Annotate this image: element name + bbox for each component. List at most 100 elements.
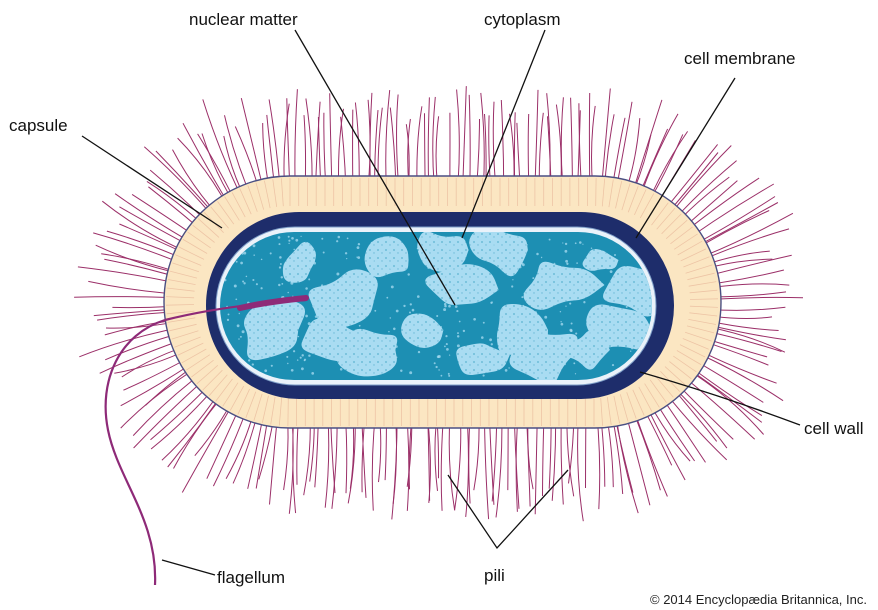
cytoplasm-speckle: [626, 291, 628, 293]
cytoplasm-speckle: [281, 283, 283, 285]
cytoplasm-speckle: [534, 353, 536, 355]
cytoplasm-speckle: [356, 370, 358, 372]
cytoplasm-speckle: [580, 270, 582, 272]
cytoplasm-speckle: [347, 238, 349, 240]
cytoplasm-speckle: [315, 315, 318, 318]
cytoplasm-speckle: [297, 319, 299, 321]
cytoplasm-speckle: [534, 311, 537, 314]
cytoplasm-speckle: [448, 305, 451, 308]
cytoplasm-speckle: [562, 347, 564, 349]
cytoplasm-speckle: [248, 359, 250, 361]
cytoplasm-speckle: [483, 322, 485, 324]
cytoplasm-speckle: [575, 242, 577, 244]
cytoplasm-speckle: [271, 365, 273, 367]
cytoplasm-speckle: [493, 244, 494, 245]
cytoplasm-speckle: [286, 343, 288, 345]
cytoplasm-speckle: [638, 313, 640, 315]
cytoplasm-speckle: [344, 357, 346, 359]
cytoplasm-speckle: [446, 343, 448, 345]
cytoplasm-speckle: [434, 362, 436, 364]
cytoplasm-speckle: [286, 356, 288, 358]
cytoplasm-speckle: [334, 350, 336, 352]
cytoplasm-speckle: [343, 295, 344, 296]
cytoplasm-speckle: [319, 342, 321, 344]
cytoplasm-speckle: [463, 330, 465, 332]
cytoplasm-speckle: [366, 363, 368, 365]
cytoplasm-speckle: [239, 313, 240, 314]
cytoplasm-speckle: [560, 321, 561, 322]
cytoplasm-speckle: [585, 272, 587, 274]
cytoplasm-speckle: [291, 276, 293, 278]
cytoplasm-speckle: [563, 363, 566, 366]
cytoplasm-speckle: [461, 245, 463, 247]
cytoplasm-speckle: [409, 317, 410, 318]
cytoplasm-speckle: [521, 296, 523, 298]
cytoplasm-speckle: [417, 295, 420, 298]
cytoplasm-speckle: [321, 284, 323, 286]
cytoplasm-speckle: [276, 342, 278, 344]
cytoplasm-speckle: [399, 265, 401, 267]
cytoplasm-speckle: [568, 300, 569, 301]
cytoplasm-speckle: [435, 366, 437, 368]
leader-capsule: [82, 136, 222, 228]
cytoplasm-speckle: [556, 298, 558, 300]
cytoplasm-speckle: [597, 327, 600, 330]
cytoplasm-speckle: [389, 361, 391, 363]
cytoplasm-speckle: [390, 317, 391, 318]
cytoplasm-speckle: [483, 375, 485, 377]
cytoplasm-speckle: [436, 266, 438, 268]
cytoplasm-speckle: [432, 332, 434, 334]
cytoplasm-speckle: [452, 288, 454, 290]
cytoplasm-speckle: [626, 306, 628, 308]
cytoplasm-speckle: [388, 331, 390, 333]
cytoplasm-speckle: [321, 238, 323, 240]
cytoplasm-speckle: [323, 252, 325, 254]
cytoplasm-speckle: [512, 279, 513, 280]
cytoplasm-speckle: [508, 246, 510, 248]
cytoplasm-speckle: [279, 256, 282, 259]
cytoplasm-speckle: [392, 251, 393, 252]
cytoplasm-speckle: [396, 356, 398, 358]
cytoplasm-speckle: [312, 305, 315, 308]
cytoplasm-speckle: [530, 293, 532, 295]
cytoplasm-speckle: [526, 328, 528, 330]
cytoplasm-speckle: [468, 354, 470, 356]
cytoplasm-speckle: [319, 313, 322, 316]
cytoplasm-speckle: [454, 282, 456, 284]
cytoplasm-speckle: [371, 367, 374, 370]
cytoplasm-speckle: [235, 298, 237, 300]
cytoplasm-speckle: [586, 342, 587, 343]
cytoplasm-speckle: [238, 338, 240, 340]
cytoplasm-speckle: [459, 362, 461, 364]
cytoplasm-speckle: [633, 269, 636, 272]
cytoplasm-speckle: [561, 337, 563, 339]
cytoplasm-speckle: [558, 285, 561, 288]
cytoplasm-speckle: [537, 274, 540, 277]
cytoplasm-speckle: [312, 334, 314, 336]
cytoplasm-speckle: [351, 274, 353, 276]
cytoplasm-speckle: [290, 263, 291, 264]
cytoplasm-speckle: [542, 302, 543, 303]
cytoplasm-speckle: [541, 331, 543, 333]
cytoplasm-speckle: [438, 355, 441, 358]
cytoplasm-speckle: [243, 252, 246, 255]
cytoplasm-speckle: [606, 307, 608, 309]
cytoplasm-speckle: [283, 316, 285, 318]
cytoplasm-speckle: [456, 310, 458, 312]
cytoplasm-speckle: [301, 247, 303, 249]
cytoplasm-speckle: [293, 249, 295, 251]
cytoplasm-speckle: [293, 350, 295, 352]
cytoplasm-speckle: [489, 338, 492, 341]
cytoplasm-speckle: [252, 279, 254, 281]
cytoplasm-speckle: [249, 331, 251, 333]
cytoplasm-speckle: [409, 311, 411, 313]
cytoplasm-speckle: [446, 276, 448, 278]
cytoplasm-speckle: [345, 252, 347, 254]
cytoplasm-speckle: [570, 330, 572, 332]
cytoplasm-speckle: [538, 301, 540, 303]
cytoplasm-speckle: [441, 269, 442, 270]
cytoplasm-speckle: [486, 283, 489, 286]
cytoplasm-speckle: [561, 323, 564, 326]
cytoplasm-speckle: [623, 271, 626, 274]
cytoplasm-speckle: [565, 306, 566, 307]
